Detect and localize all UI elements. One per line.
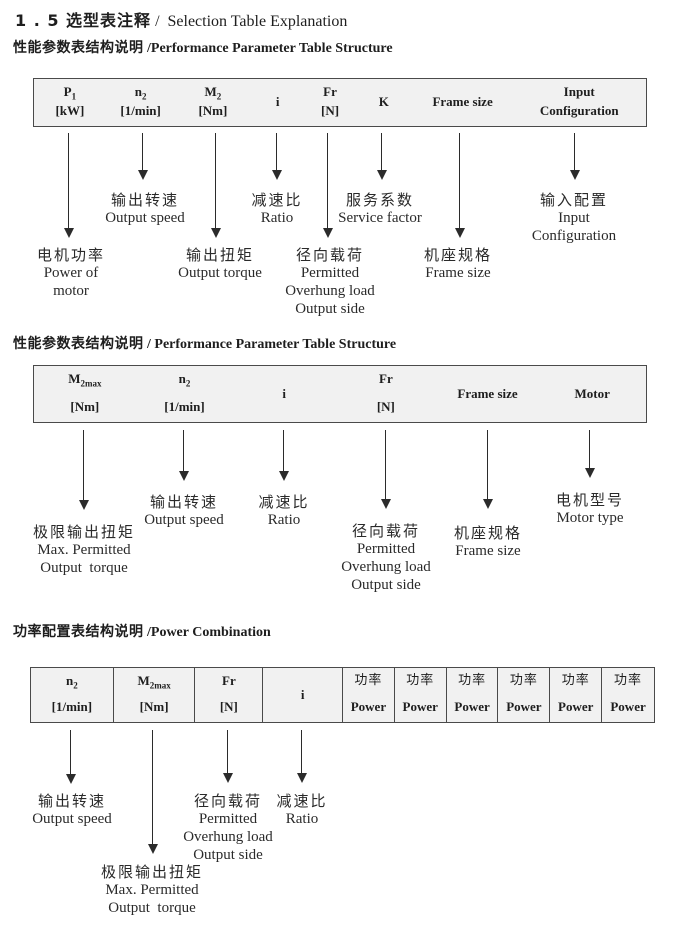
- col-frame-size: Frame size: [432, 94, 493, 110]
- arrow-k-icon: [376, 133, 388, 180]
- arrow-n2-icon: [65, 730, 77, 784]
- col-n2: n2[1/min]: [31, 668, 114, 722]
- col-m2max: M2max[Nm]: [68, 371, 102, 415]
- arrow-i-icon: [271, 133, 283, 180]
- col-m2max: M2max[Nm]: [114, 668, 196, 722]
- arrow-m2max-icon: [147, 730, 159, 854]
- arrow-frame-size-icon: [482, 430, 494, 509]
- arrow-i-icon: [296, 730, 308, 783]
- arrow-n2-icon: [178, 430, 190, 481]
- page-title-zh: 1 . 5 选型表注释: [15, 11, 152, 30]
- col-i: i: [275, 94, 280, 110]
- col-n2: n2[1/min]: [164, 371, 205, 415]
- arrow-motor-icon: [584, 430, 596, 478]
- col-p1: P1[kW]: [55, 84, 85, 119]
- col-i: i: [282, 385, 286, 401]
- section1-heading: 性能参数表结构说明 /Performance Parameter Table S…: [13, 40, 393, 56]
- arrow-fr-icon: [380, 430, 392, 509]
- col-i: i: [263, 668, 343, 722]
- col-motor: Motor: [574, 385, 610, 401]
- arrow-i-icon: [278, 430, 290, 481]
- col-fr: Fr[N]: [195, 668, 264, 722]
- col-fr: Fr[N]: [321, 84, 340, 119]
- arrow-fr-icon: [222, 730, 234, 783]
- arrow-m2max-icon: [78, 430, 90, 510]
- col-frame-size: Frame size: [457, 385, 518, 401]
- table-performance-1: P1[kW] n2[1/min] M2[Nm] i Fr[N] K Frame …: [33, 78, 647, 127]
- arrow-frame-size-icon: [454, 133, 466, 238]
- arrow-input-config-icon: [569, 133, 581, 180]
- arrow-fr-icon: [322, 133, 334, 238]
- arrow-m2-icon: [210, 133, 222, 238]
- section2-heading: 性能参数表结构说明 / Performance Parameter Table …: [13, 336, 397, 352]
- arrow-p1-icon: [63, 133, 75, 238]
- arrow-n2-icon: [137, 133, 149, 180]
- table-performance-2: M2max[Nm] n2[1/min] i Fr[N] Frame size M…: [33, 365, 647, 423]
- col-m2: M2[Nm]: [198, 84, 228, 119]
- col-fr: Fr[N]: [376, 371, 395, 415]
- col-n2: n2[1/min]: [120, 84, 161, 119]
- page-title: 1 . 5 选型表注释 / Selection Table Explanatio…: [15, 7, 347, 31]
- section3-heading: 功率配置表结构说明 /Power Combination: [13, 624, 271, 640]
- page-title-en: / Selection Table Explanation: [151, 13, 348, 30]
- col-k: K: [378, 94, 389, 110]
